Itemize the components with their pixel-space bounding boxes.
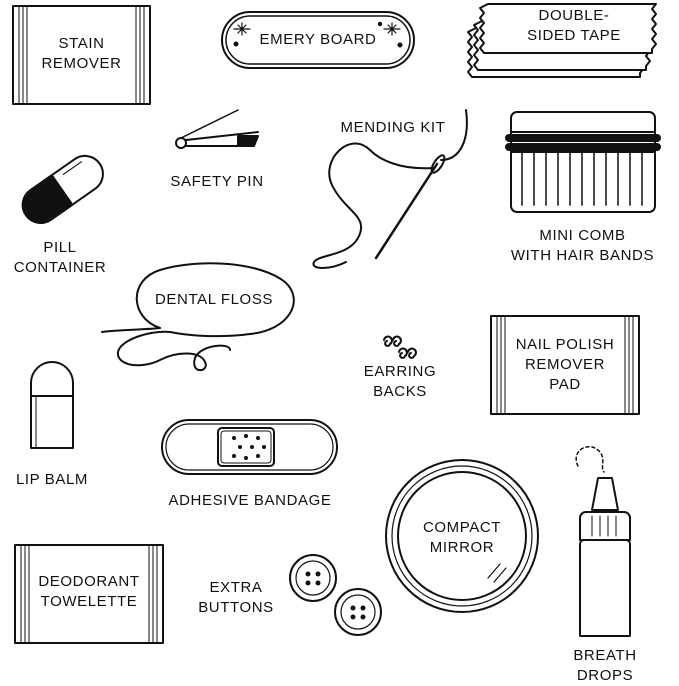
stain-remover-label: STAIN REMOVER [41,35,122,72]
emery-board-icon [221,11,415,69]
pill-container-icon [21,154,104,224]
compact-mirror-label: COMPACT MIRROR [422,519,502,556]
mini-comb-icon [505,111,661,213]
mini-comb-label: MINI COMB WITH HAIR BANDS [510,227,655,264]
adhesive-bandage-icon [161,419,338,475]
earring-backs-label: EARRING BACKS [363,363,437,400]
compact-mirror-icon [385,459,539,613]
safety-pin-label: SAFETY PIN [170,173,264,190]
pill-container-label: PILL CONTAINER [13,239,107,276]
stain-remover-packet-icon [12,5,151,105]
lip-balm-icon [30,361,74,449]
mending-kit-icon [312,109,468,269]
double-sided-tape-icon [467,3,657,78]
lip-balm-label: LIP BALM [15,471,89,488]
deodorant-towelette-icon [14,544,164,644]
emery-board-label: EMERY BOARD [259,31,377,48]
breath-drops-label: BREATH DROPS [573,647,637,684]
breath-drops-icon [575,446,631,637]
nail-polish-remover-label: NAIL POLISH REMOVER PAD [515,336,615,393]
dental-floss-icon [101,262,295,372]
safety-pin-icon [175,109,259,149]
double-sided-tape-label: DOUBLE- SIDED TAPE [527,7,621,44]
extra-buttons-icon [289,554,382,636]
adhesive-bandage-label: ADHESIVE BANDAGE [168,492,332,509]
dental-floss-label: DENTAL FLOSS [154,291,274,308]
earring-backs-icon [383,335,417,359]
extra-buttons-label: EXTRA BUTTONS [198,579,274,616]
nail-polish-pad-icon [490,315,640,415]
mending-kit-label: MENDING KIT [340,119,446,136]
deodorant-towelette-label: DEODORANT TOWELETTE [38,573,140,610]
